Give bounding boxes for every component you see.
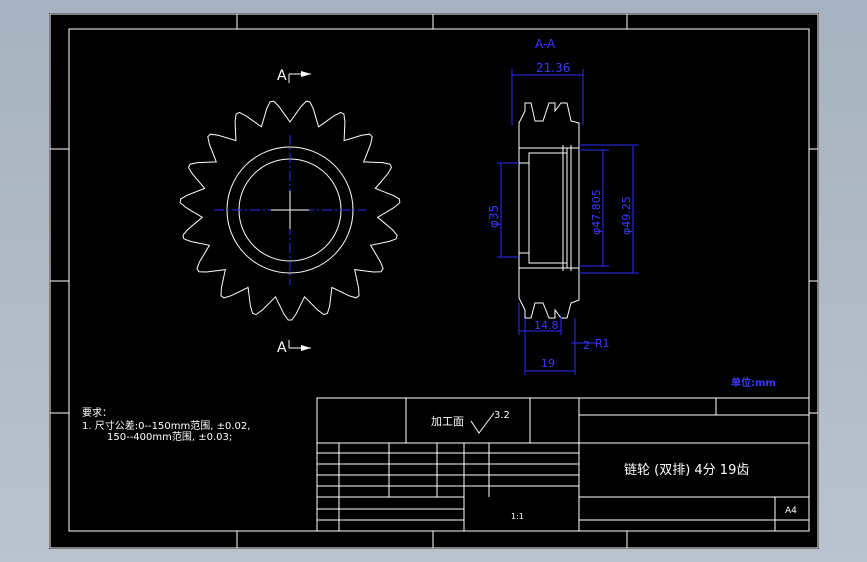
cad-drawing: A A A-A 21.36 (49, 13, 819, 549)
title-block (316, 397, 810, 532)
section-marker-bottom: A (277, 340, 311, 356)
corner-note: 单位:mm (731, 376, 776, 389)
roughness-value: 3.2 (494, 410, 510, 421)
notes: 要求： 1. 尺寸公差:0--150mm范围, ±0.02, 150--400m… (82, 407, 250, 443)
title-block-text: 加工面 3.2 链轮 (双排) 4分 19齿 1:1 A4 (431, 410, 797, 521)
dim-width-total: 21.36 (536, 61, 570, 75)
zone-ticks (50, 14, 818, 548)
inner-frame (68, 28, 810, 532)
drawing-canvas: A A A-A 21.36 (49, 13, 819, 549)
part-name: 链轮 (双排) 4分 19齿 (624, 463, 749, 478)
notes-line-2: 150--400mm范围, ±0.03; (107, 430, 232, 443)
dim-bore: φ35 (487, 205, 501, 228)
notes-line-1: 1. 尺寸公差:0--150mm范围, ±0.02, (82, 419, 250, 432)
dim-bottom: 19 (541, 357, 555, 370)
scale-value: 1:1 (511, 512, 524, 521)
process-label: 加工面 (431, 415, 464, 428)
section-marker-top: A (277, 68, 311, 84)
dim-d2: φ49.25 (620, 196, 633, 235)
dim-r-label: R1 (595, 337, 610, 350)
dim-d1: φ47.805 (590, 189, 603, 235)
dim-radius: 2 (583, 339, 590, 352)
sprocket-front-view (179, 100, 401, 321)
section-marker-top-label: A (277, 68, 287, 84)
sheet-size: A4 (785, 506, 797, 516)
sprocket-teeth-outline (179, 100, 401, 321)
notes-heading: 要求： (82, 407, 112, 419)
dimensions: 21.36 φ35 φ47.805 φ49.25 14.8 19 2 R1 (487, 61, 639, 375)
dim-small: 14.8 (534, 319, 559, 332)
section-view: A-A (518, 37, 580, 319)
section-marker-bottom-label: A (277, 340, 287, 356)
section-title: A-A (535, 37, 556, 51)
